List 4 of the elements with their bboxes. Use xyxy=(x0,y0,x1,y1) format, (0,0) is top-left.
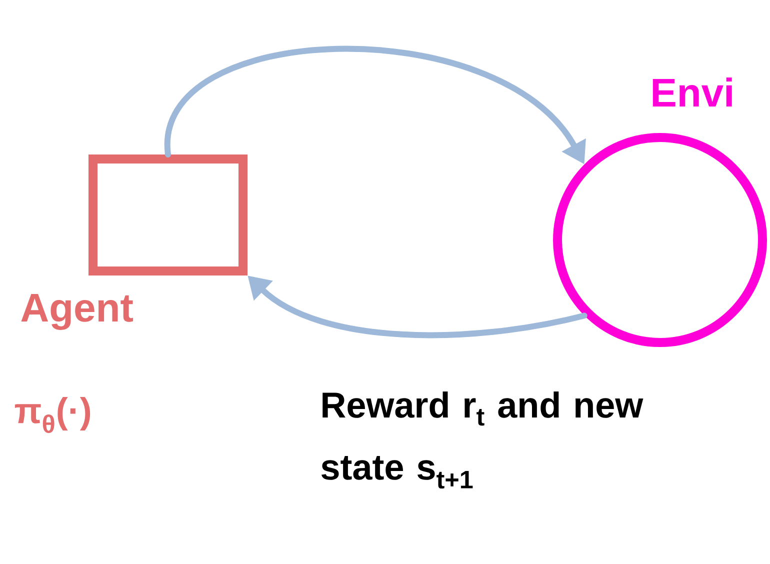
edge-label: Reward r$_{t}$ and new state s$_{t+1}$ xyxy=(321,391,644,489)
node-label: Agent xyxy=(21,294,134,330)
node-label: π$_{θ}$(·) xyxy=(14,397,90,433)
node-label: Envi xyxy=(652,78,732,106)
